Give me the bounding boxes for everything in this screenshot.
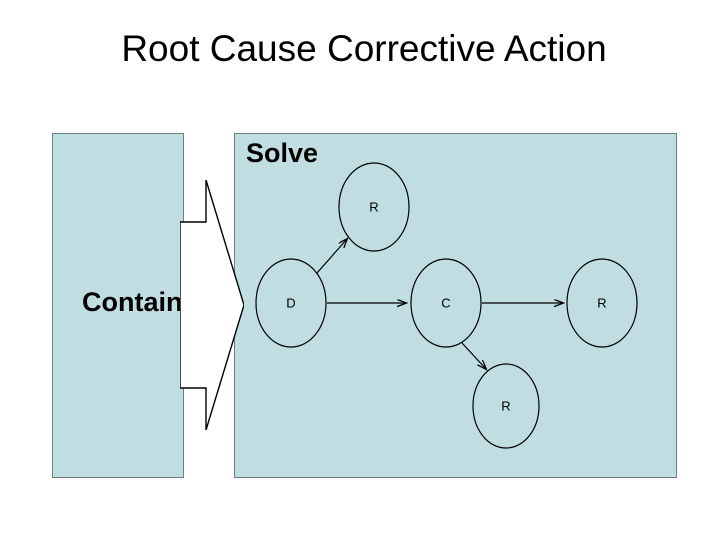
edge-c-to-r2 bbox=[461, 342, 486, 369]
graph-edges bbox=[316, 239, 563, 369]
graph-node-d[interactable]: D bbox=[255, 258, 327, 348]
graph-node-r1[interactable]: R bbox=[338, 162, 410, 252]
page-title: Root Cause Corrective Action bbox=[121, 28, 607, 69]
graph-node-c[interactable]: C bbox=[410, 258, 482, 348]
graph-node-r2[interactable]: R bbox=[472, 363, 540, 449]
node-label: R bbox=[369, 199, 378, 214]
edge-d-to-r1 bbox=[316, 239, 347, 274]
contain-panel bbox=[52, 133, 184, 478]
node-shape bbox=[566, 258, 638, 348]
node-label: R bbox=[597, 295, 606, 310]
node-label: C bbox=[441, 295, 450, 310]
node-shape bbox=[472, 363, 540, 449]
graph-node-r3[interactable]: R bbox=[566, 258, 638, 348]
right-pointing-block-arrow-icon bbox=[180, 180, 244, 430]
node-label: R bbox=[501, 398, 510, 413]
root-cause-graph: D R C R R bbox=[255, 162, 638, 449]
node-label: D bbox=[286, 295, 295, 310]
contain-label: Contain bbox=[82, 287, 183, 317]
arrow-shape bbox=[180, 180, 244, 430]
node-shape bbox=[338, 162, 410, 252]
node-shape bbox=[410, 258, 482, 348]
node-shape bbox=[255, 258, 327, 348]
solve-label: Solve bbox=[246, 138, 319, 168]
